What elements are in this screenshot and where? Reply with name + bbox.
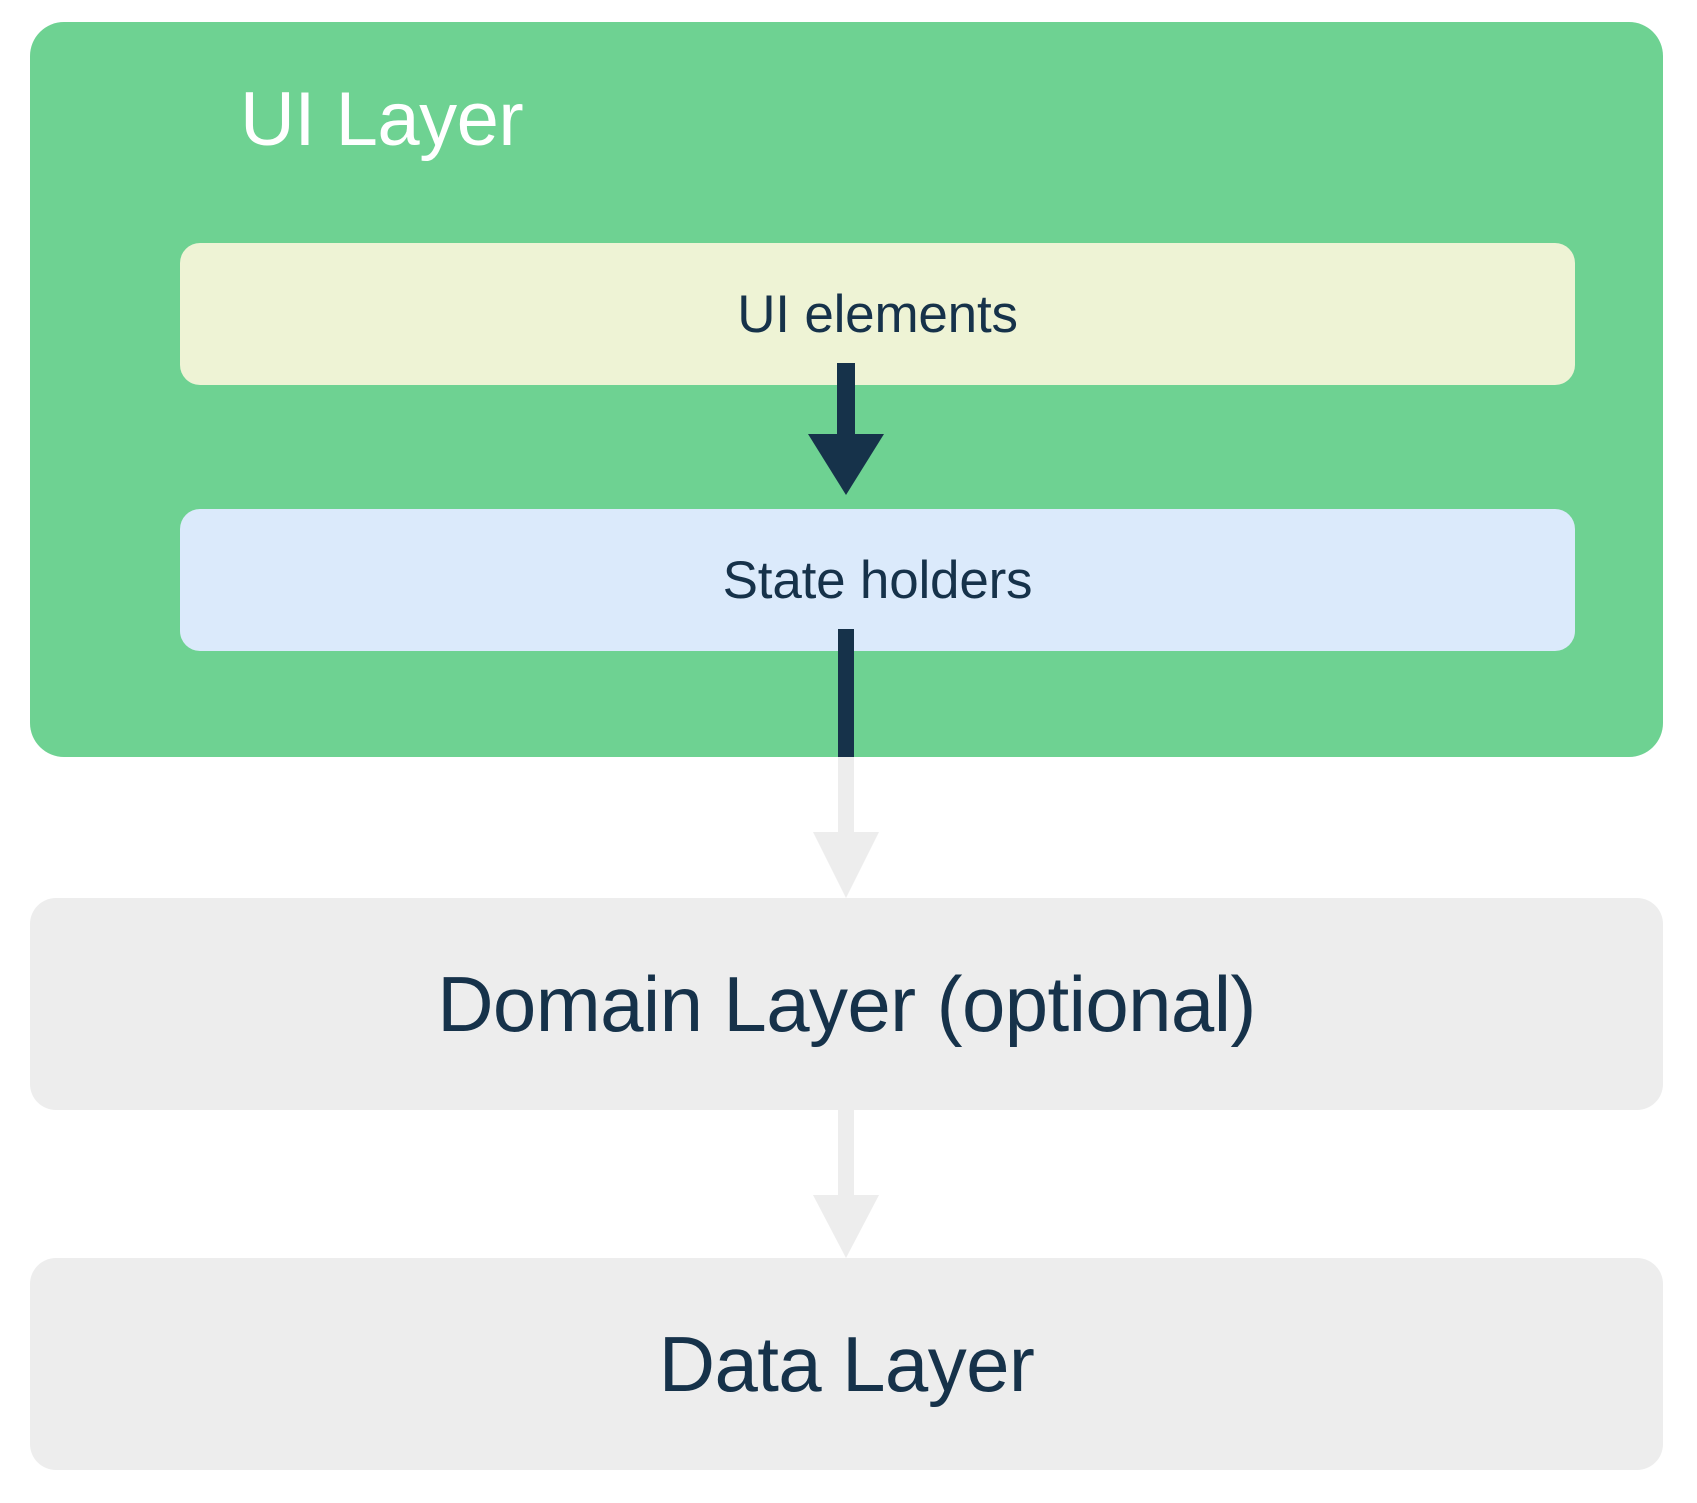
domain-layer-card: Domain Layer (optional): [30, 898, 1663, 1110]
data-layer-card: Data Layer: [30, 1258, 1663, 1470]
ui-elements-card: UI elements: [180, 243, 1575, 385]
state-holders-card: State holders: [180, 509, 1575, 651]
state-holders-label: State holders: [722, 550, 1033, 610]
data-layer-label: Data Layer: [658, 1319, 1035, 1408]
domain-layer-label: Domain Layer (optional): [437, 959, 1256, 1048]
ui-layer-title: UI Layer: [240, 77, 524, 162]
arrow-domain-to-data-icon: [813, 1110, 879, 1258]
ui-layer-container: UI Layer UI elements State holders: [30, 22, 1663, 757]
ui-elements-label: UI elements: [737, 284, 1018, 344]
